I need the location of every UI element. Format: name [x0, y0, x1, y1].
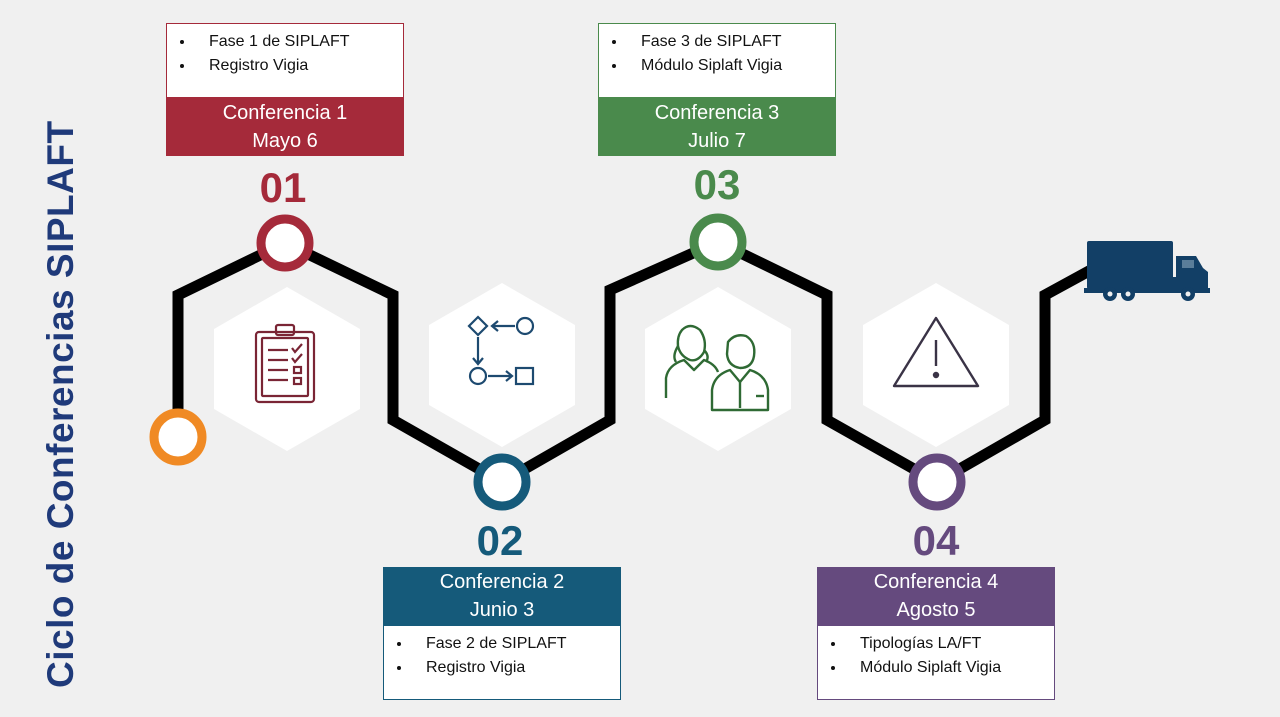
- milestone-node-2: [473, 453, 531, 511]
- milestone-node-3: [689, 213, 747, 271]
- bullet-item: Registro Vigia: [412, 656, 610, 680]
- bullet-item: Registro Vigia: [195, 54, 393, 78]
- start-node: [149, 408, 207, 466]
- milestone-node-4: [908, 453, 966, 511]
- conference-card-1: Fase 1 de SIPLAFT Registro Vigia Confere…: [166, 23, 404, 156]
- bullet-item: Módulo Siplaft Vigia: [846, 656, 1044, 680]
- conference-header: Conferencia 1 Mayo 6: [166, 98, 404, 156]
- conference-card-3: Fase 3 de SIPLAFT Módulo Siplaft Vigia C…: [598, 23, 836, 156]
- conference-number-2: 02: [476, 517, 524, 564]
- bullet-item: Módulo Siplaft Vigia: [627, 54, 825, 78]
- conference-date: Junio 3: [469, 599, 535, 621]
- bullet-box: Fase 1 de SIPLAFT Registro Vigia: [166, 23, 404, 98]
- bullet-item: Fase 1 de SIPLAFT: [195, 30, 393, 54]
- bullet-item: Fase 2 de SIPLAFT: [412, 632, 610, 656]
- people-icon: [664, 324, 770, 412]
- conference-name: Conferencia 3: [654, 102, 780, 124]
- conference-number-3: 03: [693, 161, 741, 208]
- timeline-path: [172, 235, 1103, 489]
- conference-name: Conferencia 4: [873, 571, 999, 593]
- conference-card-4: Conferencia 4 Agosto 5 Tipologías LA/FT …: [817, 567, 1055, 700]
- conference-header: Conferencia 3 Julio 7: [598, 98, 836, 156]
- hexagon-2: [429, 283, 575, 447]
- conference-name: Conferencia 2: [439, 571, 565, 593]
- conference-header: Conferencia 2 Junio 3: [383, 567, 621, 625]
- conference-date: Mayo 6: [252, 130, 318, 152]
- conference-date: Agosto 5: [896, 599, 976, 621]
- bullet-box: Fase 2 de SIPLAFT Registro Vigia: [383, 625, 621, 700]
- bullet-box: Tipologías LA/FT Módulo Siplaft Vigia: [817, 625, 1055, 700]
- milestone-node-1: [256, 214, 314, 272]
- conference-card-2: Conferencia 2 Junio 3 Fase 2 de SIPLAFT …: [383, 567, 621, 700]
- bullet-item: Tipologías LA/FT: [846, 632, 1044, 656]
- hexagon-3: [645, 287, 791, 451]
- truck-icon: [1084, 241, 1210, 301]
- bullet-item: Fase 3 de SIPLAFT: [627, 30, 825, 54]
- conference-number-1: 01: [259, 164, 307, 211]
- clipboard-checklist-icon: [254, 323, 316, 404]
- workflow-icon: [467, 315, 535, 386]
- conference-number-4: 04: [912, 517, 960, 564]
- warning-triangle-icon: [892, 316, 980, 388]
- conference-header: Conferencia 4 Agosto 5: [817, 567, 1055, 625]
- conference-date: Julio 7: [688, 130, 746, 152]
- conference-name: Conferencia 1: [222, 102, 348, 124]
- bullet-box: Fase 3 de SIPLAFT Módulo Siplaft Vigia: [598, 23, 836, 98]
